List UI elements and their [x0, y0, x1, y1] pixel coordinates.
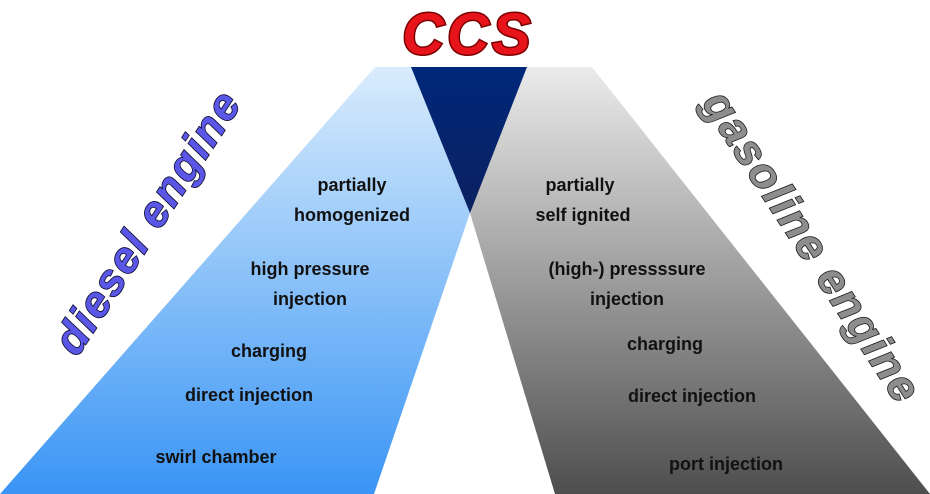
gasoline-injection-line2: injection [590, 289, 664, 309]
gasoline-high-pressure-line1: (high-) pressssure [548, 259, 705, 279]
gasoline-partially-line1: partially [545, 175, 614, 195]
diesel-partially-line1: partially [317, 175, 386, 195]
gasoline-engine-region [470, 67, 930, 494]
ccs-title-outline: CCS [402, 2, 533, 67]
diesel-swirl-chamber: swirl chamber [155, 447, 276, 467]
gasoline-port-injection: port injection [669, 454, 783, 474]
ccs-title: CCS [402, 2, 533, 67]
diesel-direct-injection: direct injection [185, 385, 313, 405]
diesel-engine-region [0, 67, 470, 494]
diesel-injection-line2: injection [273, 289, 347, 309]
diesel-homogenized-line2: homogenized [294, 205, 410, 225]
diesel-charging: charging [231, 341, 307, 361]
ccs-apex-triangle [411, 67, 527, 213]
gasoline-direct-injection: direct injection [628, 386, 756, 406]
diesel-high-pressure-line1: high pressure [250, 259, 369, 279]
gasoline-self-ignited-line2: self ignited [535, 205, 630, 225]
gasoline-charging: charging [627, 334, 703, 354]
